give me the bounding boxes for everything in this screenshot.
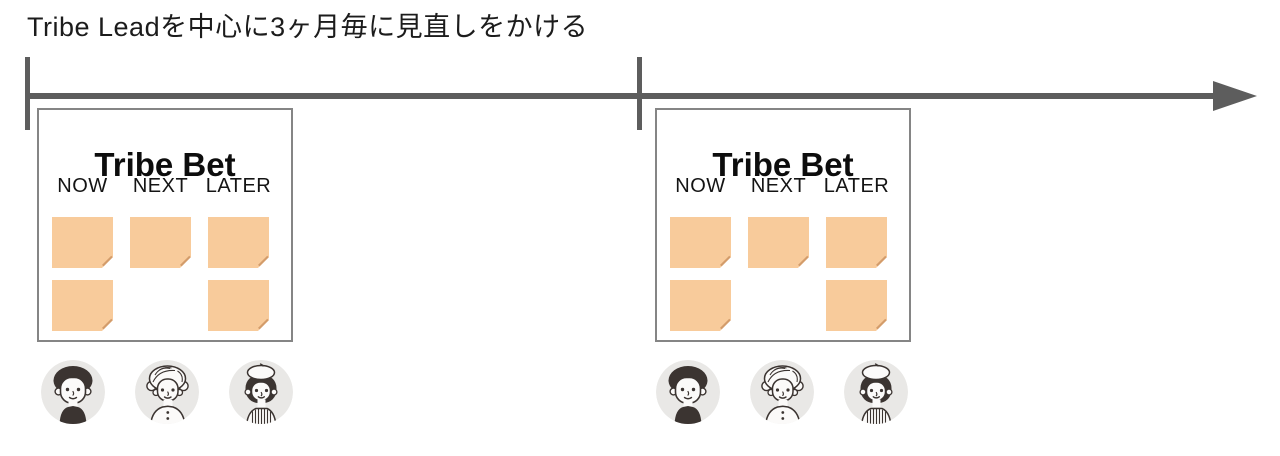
column-header-later: LATER <box>823 175 890 197</box>
column-header-row: NOW NEXT LATER <box>670 174 890 198</box>
wavy-hair-avatar <box>749 359 815 425</box>
boy-avatar <box>40 359 106 425</box>
team-avatars-1 <box>40 359 294 425</box>
sticky-note <box>130 217 191 268</box>
column-header-later: LATER <box>205 175 272 197</box>
timeline-line <box>25 93 1217 99</box>
card-title: Tribe Bet <box>712 146 854 184</box>
wavy-hair-avatar <box>134 359 200 425</box>
sticky-note-grid <box>670 217 887 331</box>
sticky-note <box>670 280 731 331</box>
card-title: Tribe Bet <box>94 146 236 184</box>
timeline-tick-2 <box>637 57 642 130</box>
column-header-now: NOW <box>675 175 726 197</box>
timeline-tick-1 <box>25 57 30 130</box>
sticky-note <box>52 280 113 331</box>
tribe-bet-card-1: Tribe Bet NOW NEXT LATER <box>37 108 293 342</box>
tribe-bet-card-2: Tribe Bet NOW NEXT LATER <box>655 108 911 342</box>
column-header-row: NOW NEXT LATER <box>52 174 272 198</box>
sticky-note-grid <box>52 217 269 331</box>
beret-girl-avatar <box>228 359 294 425</box>
empty-note-cell <box>748 280 809 331</box>
sticky-note <box>748 217 809 268</box>
sticky-note <box>826 217 887 268</box>
column-header-next: NEXT <box>750 175 807 197</box>
page-title: Tribe Leadを中心に3ヶ月毎に見直しをかける <box>27 12 589 42</box>
boy-avatar <box>655 359 721 425</box>
beret-girl-avatar <box>843 359 909 425</box>
sticky-note <box>52 217 113 268</box>
timeline-arrowhead-icon <box>1213 81 1257 111</box>
sticky-note <box>826 280 887 331</box>
empty-note-cell <box>130 280 191 331</box>
column-header-next: NEXT <box>132 175 189 197</box>
sticky-note <box>208 280 269 331</box>
sticky-note <box>208 217 269 268</box>
sticky-note <box>670 217 731 268</box>
column-header-now: NOW <box>57 175 108 197</box>
team-avatars-2 <box>655 359 909 425</box>
